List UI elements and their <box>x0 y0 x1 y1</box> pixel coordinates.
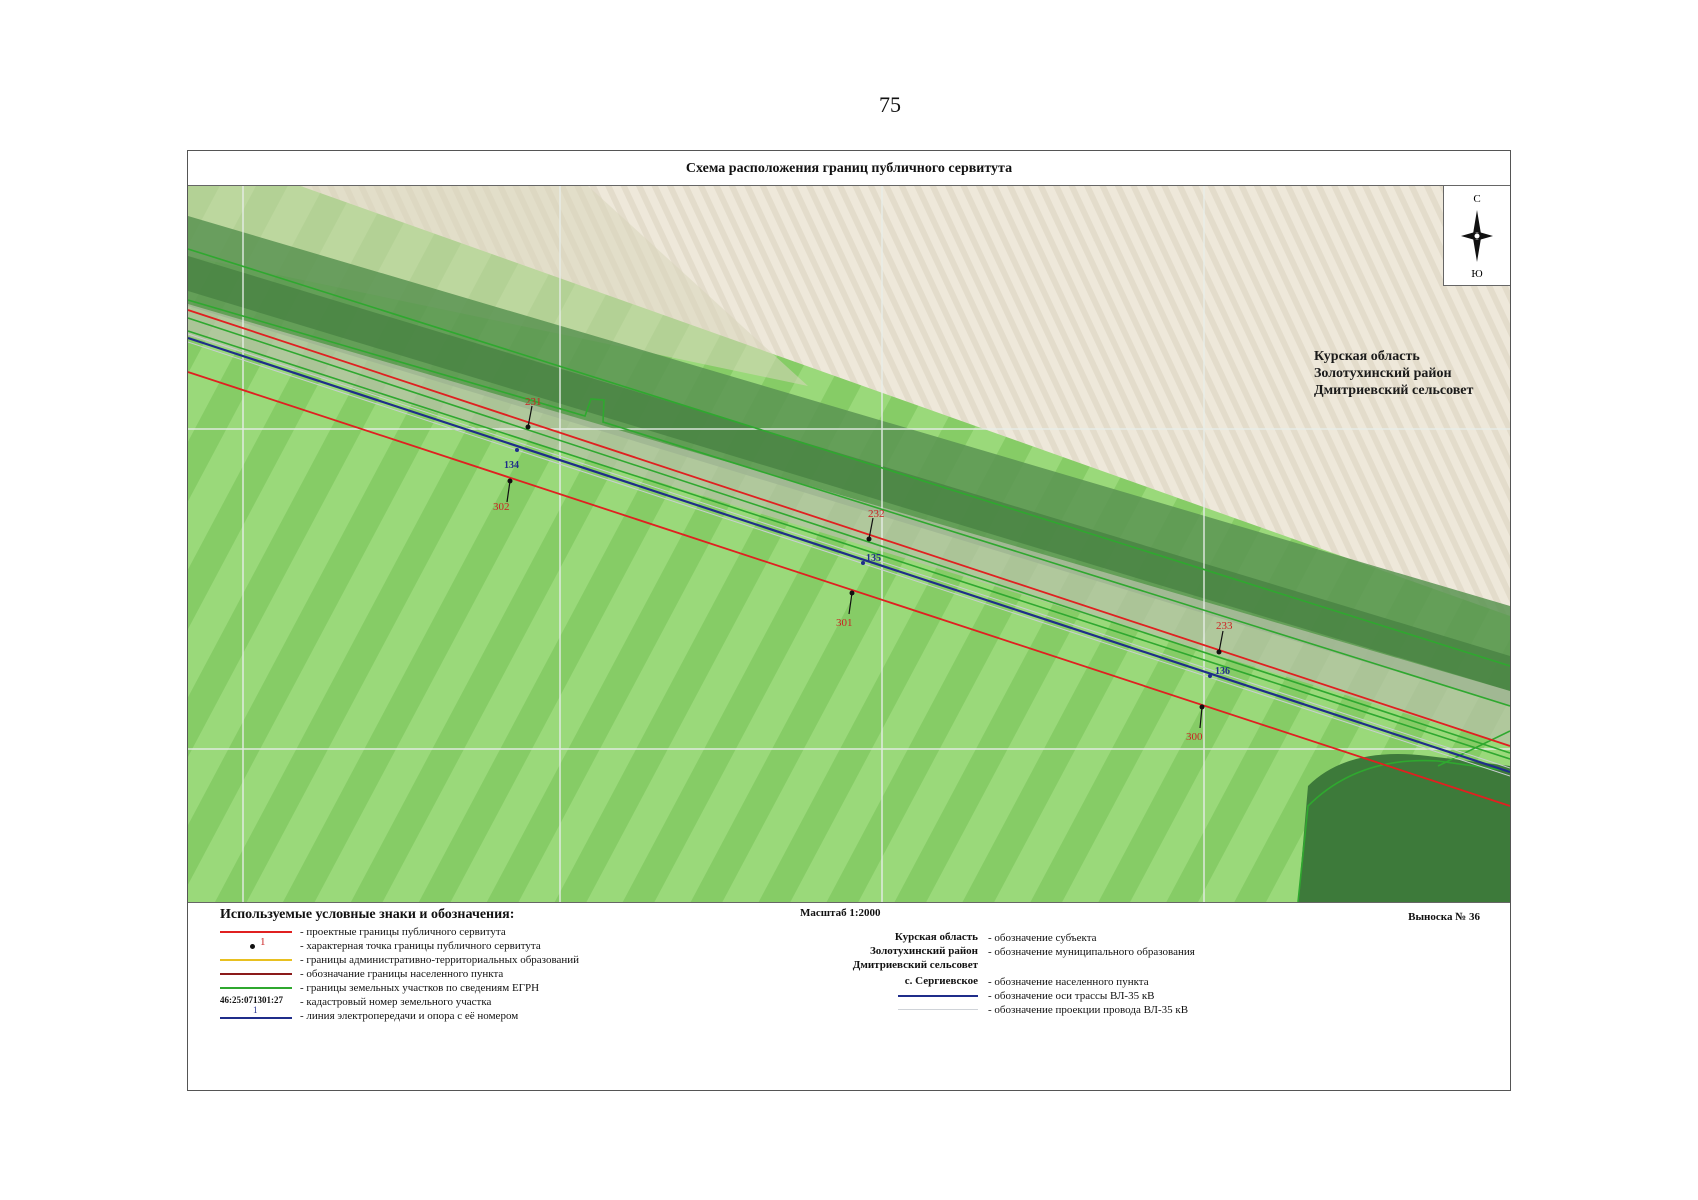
region-label-district: Золотухинский район <box>1314 366 1452 381</box>
map-canvas: 231 232 233 300 <box>188 186 1510 902</box>
legend-item-servitude: - проектные границы публичного сервитута <box>220 925 506 939</box>
legend-item-cadastral: 46:25:071301:27 - кадастровый номер земе… <box>220 995 492 1008</box>
map-scale: Масштаб 1:2000 <box>800 907 881 919</box>
point-232: 232 <box>866 508 885 542</box>
legend-item-admin: - границы административно-территориальны… <box>220 953 579 967</box>
legend-right-municipality: Золотухинский район - обозначение муници… <box>869 945 1195 958</box>
point-label-301: 301 <box>836 617 853 629</box>
map-sheet: Схема расположения границ публичного сер… <box>187 150 1511 1091</box>
legend-right-subject: Курская область - обозначение субъекта <box>894 931 1097 944</box>
compass-rose-icon: С Ю <box>1461 193 1493 280</box>
plowed-field <box>188 186 1510 616</box>
compass: С Ю <box>1443 186 1510 286</box>
map-title: Схема расположения границ публичного сер… <box>685 161 1013 176</box>
parcel-boundaries <box>188 248 1510 902</box>
legend-item-parcel: - границы земельных участков по сведения… <box>220 981 539 995</box>
point-233: 233 <box>1216 620 1233 655</box>
tree-belt-shadow <box>188 256 1510 691</box>
point-231: 231 <box>525 396 542 430</box>
legend: Используемые условные знаки и обозначени… <box>188 901 1510 1090</box>
road-strip <box>188 304 1510 746</box>
point-302: 302 <box>493 478 513 513</box>
legend-right-settlement: с. Сергиевское - обозначение населенного… <box>904 975 1149 988</box>
point-label-232: 232 <box>868 508 885 520</box>
support-points: 134 135 136 <box>504 448 1230 678</box>
forest-patch <box>1298 754 1510 902</box>
legend-item-settlement: - обозначание границы населенного пункта <box>220 967 503 981</box>
point-300: 300 <box>1186 704 1205 743</box>
servitude-points: 231 232 233 300 <box>493 396 1233 743</box>
grid-lines <box>188 186 1510 902</box>
region-label-subject: Курская область <box>1314 349 1420 364</box>
point-label-302: 302 <box>493 501 510 513</box>
legend-right-projection: - обозначение проекции провода ВЛ-35 кВ <box>838 1003 1188 1017</box>
support-label-135: 135 <box>866 553 881 564</box>
region-label: Курская область Золотухинский район Дмит… <box>1314 349 1473 398</box>
point-label-300: 300 <box>1186 731 1203 743</box>
point-301: 301 <box>836 590 855 629</box>
support-label-134: 134 <box>504 460 519 471</box>
legend-item-point: 1 - характерная точка границы публичного… <box>220 936 541 953</box>
legend-item-power-line: 1 - линия электропередачи и опора с её н… <box>220 1005 518 1023</box>
compass-south-label: Ю <box>1471 268 1482 280</box>
callout-number: Выноска № 36 <box>1408 911 1480 923</box>
legend-right-council: Дмитриевский сельсовет <box>852 959 978 971</box>
legend-title: Используемые условные знаки и обозначени… <box>220 907 515 922</box>
servitude-boundaries <box>188 309 1510 807</box>
point-label-231: 231 <box>525 396 542 408</box>
compass-north-label: С <box>1473 193 1480 205</box>
legend-right-axis: - обозначение оси трассы ВЛ-35 кВ <box>838 989 1155 1003</box>
point-label-233: 233 <box>1216 620 1233 632</box>
support-label-136: 136 <box>1215 666 1230 677</box>
power-line-axis <box>188 333 1510 777</box>
field-patch <box>188 186 808 386</box>
region-label-council: Дмитриевский сельсовет <box>1314 383 1473 398</box>
page-number: 75 <box>879 92 901 117</box>
map-area[interactable]: 231 232 233 300 <box>188 185 1510 903</box>
